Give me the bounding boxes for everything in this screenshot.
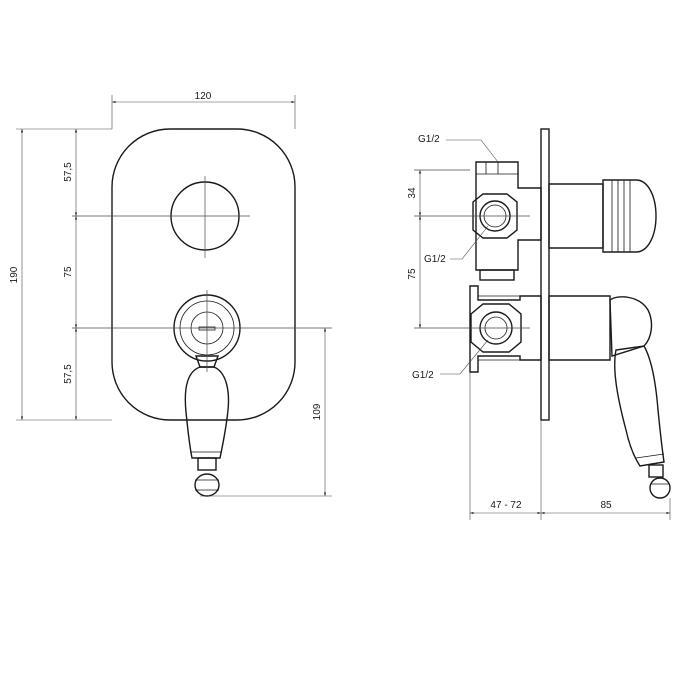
diverter-knob-side <box>548 179 657 253</box>
front-view: 120 190 57,5 75 57,5 109 <box>9 91 332 497</box>
inlet-bottom-label: G1/2 <box>412 370 434 381</box>
offset-dimension: 34 <box>407 187 418 199</box>
inlet-mid-label: G1/2 <box>424 254 446 265</box>
wall-depth-dimension: 47 - 72 <box>490 500 522 511</box>
lever-side <box>548 295 671 499</box>
side-view: 34 75 G1/2 G1/2 G1/2 47 - 72 85 <box>407 128 671 520</box>
width-dimension: 120 <box>195 91 212 102</box>
wall-plate <box>540 128 550 421</box>
projection-dimension: 85 <box>600 500 612 511</box>
height-dimension: 190 <box>9 266 20 283</box>
middle-gap-dimension: 75 <box>63 266 74 278</box>
inlet-top-label: G1/2 <box>418 134 440 145</box>
spacing-dimension: 75 <box>407 268 418 280</box>
lower-gap-dimension: 57,5 <box>63 364 74 384</box>
upper-gap-dimension: 57,5 <box>63 162 74 182</box>
valve-body <box>469 161 542 373</box>
cover-plate <box>111 128 296 421</box>
lever-drop-dimension: 109 <box>312 403 323 420</box>
lever-handle <box>184 355 230 497</box>
